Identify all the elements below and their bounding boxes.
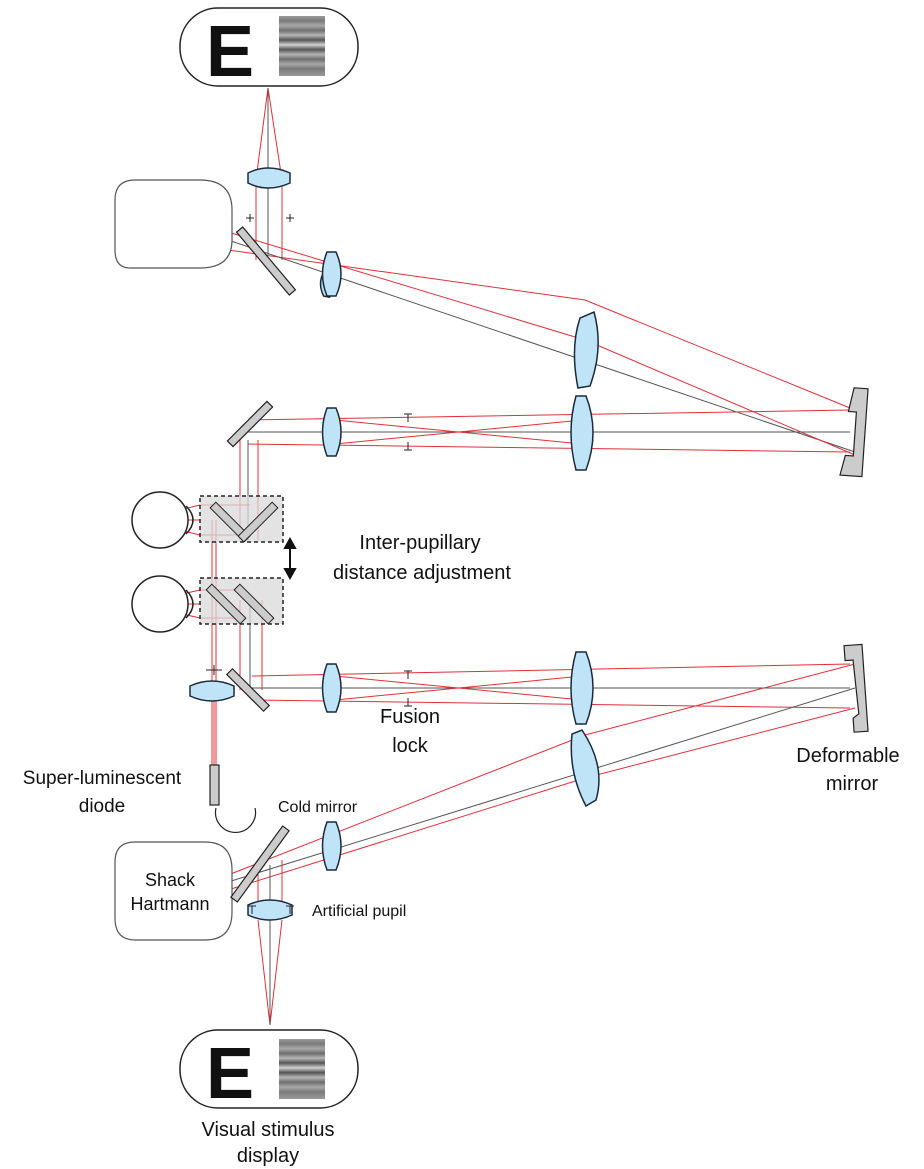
lower-eye-cornea	[185, 589, 194, 619]
upper-small-lens	[321, 407, 342, 457]
label-interpupillary-1: Inter-pupillary	[359, 532, 480, 554]
label-fusion-2: lock	[392, 735, 429, 757]
ipd-adjust-arrow	[283, 536, 297, 581]
label-deformable-2: mirror	[826, 773, 879, 795]
sld-diode	[209, 764, 220, 806]
aperture-markers	[206, 214, 412, 914]
label-artificial-pupil: Artificial pupil	[312, 903, 406, 920]
upper-deformable-mirror	[839, 387, 869, 478]
label-sld-1: Super-luminescent	[23, 768, 182, 789]
lower-fold-mirror	[225, 667, 271, 713]
bottom-visual-stimulus-display: E	[179, 1029, 359, 1114]
label-cold-mirror: Cold mirror	[278, 799, 358, 816]
bottom-grating-icon	[279, 1039, 325, 1099]
top-beamsplitter	[235, 226, 297, 296]
cold-mirror-lens	[321, 821, 342, 871]
top-visual-stimulus-display: E	[179, 7, 359, 92]
top-stimulus-lens	[247, 167, 291, 189]
label-sld-2: diode	[79, 796, 126, 817]
label-stimulus-2: display	[237, 1145, 299, 1167]
mirrors	[209, 226, 869, 903]
shack-hartmann-box	[114, 841, 233, 941]
sld-collector-arc	[214, 807, 257, 834]
upper-eye-cornea	[185, 505, 194, 535]
eyes	[131, 491, 194, 633]
bottom-stimulus-letter: E	[206, 1034, 254, 1114]
label-interpupillary-2: distance adjustment	[333, 562, 511, 584]
big-lens-upper-diagonal	[573, 310, 599, 389]
sld-lens	[189, 680, 235, 702]
label-fusion-1: Fusion	[380, 706, 440, 728]
top-camera-lens	[321, 251, 342, 297]
lower-eye	[131, 575, 189, 633]
top-stimulus-letter: E	[206, 12, 254, 92]
top-grating-icon	[279, 16, 325, 76]
lower-small-lens	[321, 663, 342, 713]
upper-eye	[131, 491, 189, 549]
top-camera-housing	[114, 179, 233, 269]
upper-fold-mirror	[226, 400, 274, 448]
labels: Inter-pupillary distance adjustment Fusi…	[23, 532, 900, 1167]
big-lens-lower-diagonal	[570, 729, 600, 808]
label-shack-1: Shack	[145, 870, 196, 890]
label-deformable-1: Deformable	[796, 745, 899, 767]
bottom-stimulus-lens	[247, 899, 293, 921]
ipd-boxes	[199, 495, 284, 625]
big-lens-upper-horizontal	[570, 395, 594, 471]
label-shack-2: Hartmann	[130, 894, 209, 914]
lenses	[189, 167, 600, 921]
big-lens-lower-horizontal	[570, 651, 594, 725]
label-stimulus-1: Visual stimulus	[201, 1119, 334, 1141]
cold-mirror	[230, 825, 290, 903]
lower-deformable-mirror	[843, 643, 869, 733]
